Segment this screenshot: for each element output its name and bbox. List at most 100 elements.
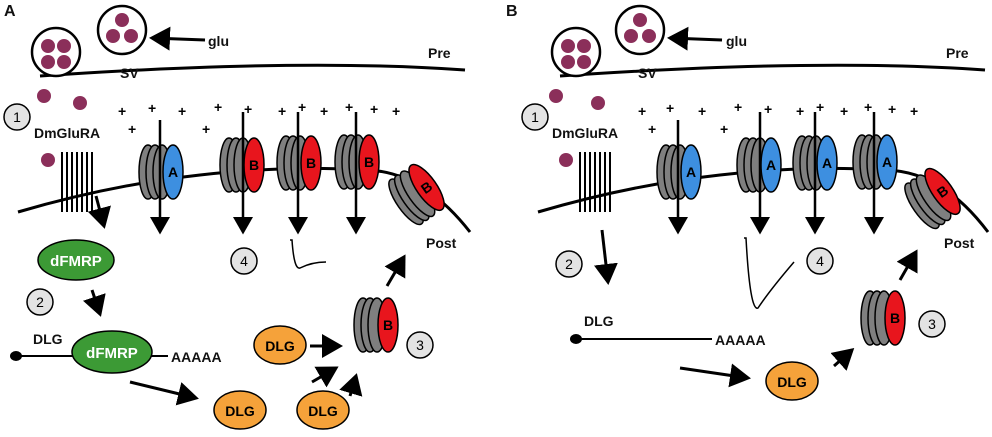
clustering-arrow bbox=[311, 366, 339, 388]
svg-text:1: 1 bbox=[531, 109, 539, 125]
channel-a: A bbox=[138, 120, 184, 235]
dfmrp-bound: dFMRP bbox=[71, 330, 153, 374]
glu-arrow bbox=[667, 26, 723, 51]
step-1-marker: 1 bbox=[3, 103, 31, 131]
step-1-marker: 1 bbox=[521, 103, 549, 131]
channel-b: B bbox=[276, 112, 322, 235]
glu-label: glu bbox=[726, 33, 747, 49]
svg-text:+: + bbox=[278, 103, 286, 119]
charges: ++ ++ ++ ++ ++ ++ + bbox=[118, 99, 400, 137]
glutamate bbox=[591, 96, 605, 110]
current-trace bbox=[744, 237, 795, 309]
svg-text:2: 2 bbox=[565, 256, 573, 272]
channel-b: B bbox=[219, 112, 265, 235]
panel-a: A glu SV Pre 1 bbox=[3, 3, 472, 430]
svg-text:B: B bbox=[249, 157, 259, 173]
glutamate bbox=[73, 96, 87, 110]
translation-arrow bbox=[129, 380, 199, 406]
panel-letter: A bbox=[4, 3, 16, 20]
svg-text:+: + bbox=[345, 99, 353, 115]
svg-text:+: + bbox=[202, 121, 210, 137]
svg-text:DLG: DLG bbox=[308, 403, 338, 419]
glutamate bbox=[559, 153, 573, 167]
channel-a: A bbox=[852, 112, 898, 235]
signal-arrow bbox=[594, 229, 618, 285]
dmglura-receptor bbox=[579, 152, 611, 212]
svg-text:+: + bbox=[244, 101, 252, 117]
pre-label: Pre bbox=[428, 45, 451, 61]
svg-text:+: + bbox=[298, 99, 306, 115]
svg-text:B: B bbox=[890, 310, 900, 326]
post-label: Post bbox=[426, 235, 457, 251]
svg-text:+: + bbox=[840, 103, 848, 119]
svg-text:+: + bbox=[320, 103, 328, 119]
panel-b: B glu SV Pre 1 DmGluRA bbox=[506, 3, 990, 401]
pre-label: Pre bbox=[946, 45, 969, 61]
channel-complex-b: B bbox=[353, 297, 399, 353]
svg-text:4: 4 bbox=[816, 253, 824, 269]
post-label: Post bbox=[944, 235, 975, 251]
svg-text:2: 2 bbox=[36, 294, 44, 310]
svg-text:1: 1 bbox=[13, 109, 21, 125]
glutamate bbox=[549, 89, 563, 103]
polya-tail: AAAAA bbox=[715, 332, 766, 348]
translation-arrow bbox=[679, 363, 751, 388]
synaptic-vesicle bbox=[614, 4, 666, 56]
svg-text:3: 3 bbox=[416, 337, 424, 353]
svg-text:+: + bbox=[666, 100, 674, 116]
channel-a: A bbox=[656, 120, 702, 235]
sv-label: SV bbox=[638, 65, 657, 81]
signal-arrow bbox=[87, 195, 111, 229]
step-4-marker: 4 bbox=[806, 247, 834, 275]
step-2-marker: 2 bbox=[555, 250, 583, 278]
presynaptic-membrane bbox=[559, 63, 986, 78]
svg-text:+: + bbox=[178, 103, 186, 119]
svg-text:+: + bbox=[734, 99, 742, 115]
mrna-cap bbox=[570, 334, 582, 344]
dmglura-label: DmGluRA bbox=[34, 125, 100, 141]
svg-text:DLG: DLG bbox=[777, 374, 807, 390]
dlg-protein: DLG bbox=[213, 390, 267, 430]
current-trace bbox=[290, 239, 327, 269]
svg-text:+: + bbox=[816, 99, 824, 115]
clustering-arrow bbox=[830, 348, 855, 371]
svg-text:A: A bbox=[822, 155, 832, 171]
dmglura-label: DmGluRA bbox=[552, 125, 618, 141]
fusing-vesicle bbox=[30, 26, 82, 78]
svg-text:+: + bbox=[864, 99, 872, 115]
svg-text:A: A bbox=[686, 164, 696, 180]
dlg-protein: DLG bbox=[253, 325, 307, 365]
step-2-marker: 2 bbox=[26, 288, 54, 316]
svg-text:+: + bbox=[148, 100, 156, 116]
svg-text:+: + bbox=[764, 101, 772, 117]
charges: ++ ++ ++ ++ ++ ++ + bbox=[638, 99, 918, 137]
svg-text:+: + bbox=[698, 103, 706, 119]
svg-text:+: + bbox=[370, 101, 378, 117]
step-4-marker: 4 bbox=[230, 247, 258, 275]
svg-text:B: B bbox=[306, 155, 316, 171]
svg-text:+: + bbox=[910, 103, 918, 119]
channel-a: A bbox=[792, 112, 838, 235]
channel-b: B bbox=[334, 112, 380, 235]
insertion-arrow bbox=[896, 249, 918, 281]
svg-text:+: + bbox=[888, 101, 896, 117]
glutamate bbox=[41, 153, 55, 167]
svg-text:DLG: DLG bbox=[225, 403, 255, 419]
insertion-arrow bbox=[384, 254, 406, 287]
svg-text:B: B bbox=[383, 317, 393, 333]
dmglura-receptor bbox=[61, 152, 93, 212]
step-3-marker: 3 bbox=[406, 331, 434, 359]
dlg-protein: DLG bbox=[765, 361, 819, 401]
inserting-channel-b: B bbox=[904, 167, 961, 230]
dfmrp-protein: dFMRP bbox=[37, 239, 115, 281]
svg-text:+: + bbox=[648, 121, 656, 137]
svg-text:dFMRP: dFMRP bbox=[86, 345, 138, 362]
mrna-cap bbox=[10, 351, 22, 361]
glutamate bbox=[37, 89, 51, 103]
binding-arrow bbox=[82, 289, 106, 317]
svg-text:+: + bbox=[128, 121, 136, 137]
svg-text:+: + bbox=[720, 121, 728, 137]
svg-text:dFMRP: dFMRP bbox=[50, 253, 102, 270]
svg-text:+: + bbox=[796, 103, 804, 119]
